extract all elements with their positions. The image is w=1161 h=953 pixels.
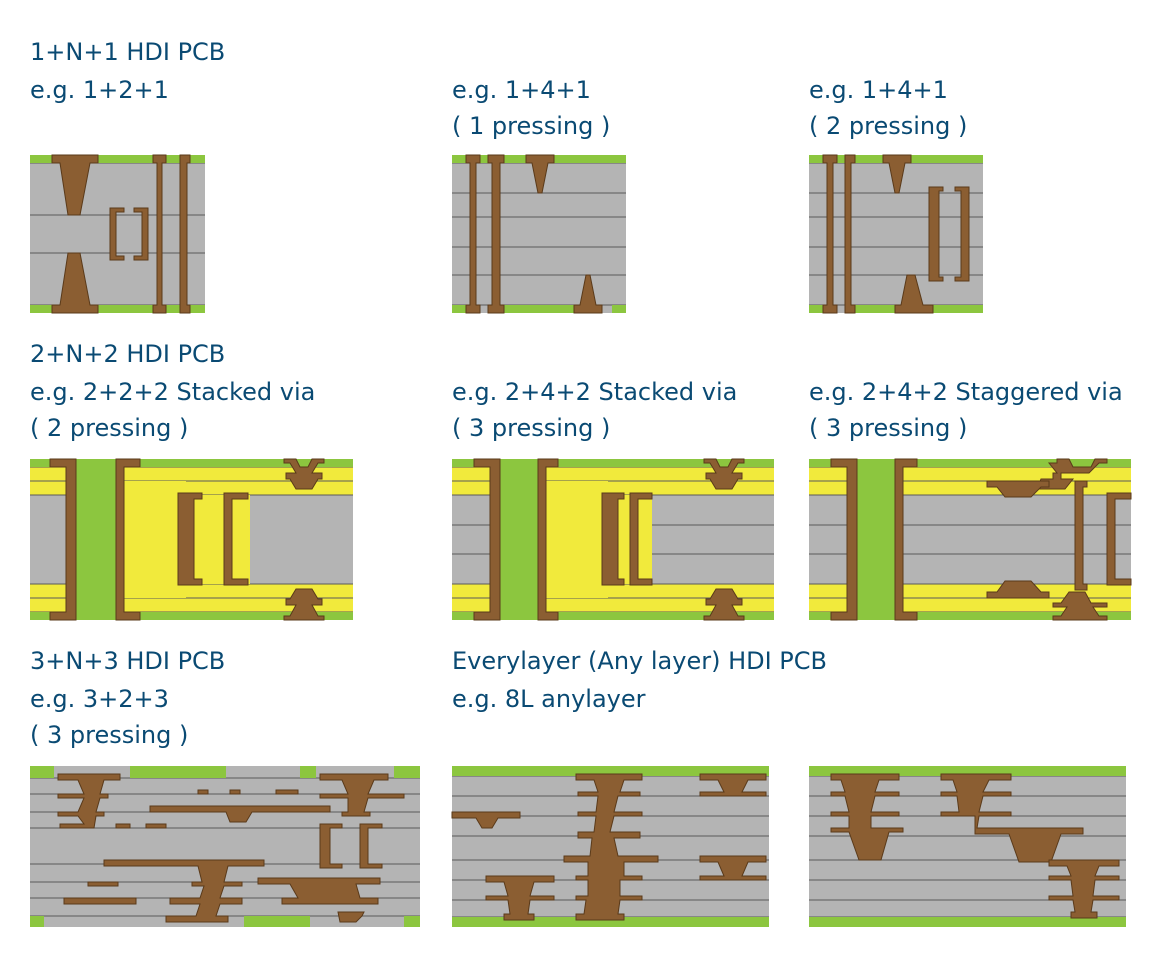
label-1n1-example-c-note: ( 2 pressing )	[809, 112, 968, 140]
stackup-1-2-1	[30, 154, 205, 314]
label-1n1-title: 1+N+1 HDI PCB	[30, 38, 226, 66]
label-1n1-example-b: e.g. 1+4+1	[452, 76, 591, 104]
stackup-anylayer-8l-b	[809, 766, 1126, 927]
stackup-anylayer-8l-a	[451, 766, 769, 927]
label-3n3-example: e.g. 3+2+3	[30, 685, 169, 713]
label-1n1-example-c: e.g. 1+4+1	[809, 76, 948, 104]
label-3n3-title: 3+N+3 HDI PCB	[30, 647, 226, 675]
stackup-1-4-1-single-press	[452, 154, 626, 314]
label-anylayer-example: e.g. 8L anylayer	[452, 685, 646, 713]
label-1n1-example-a: e.g. 1+2+1	[30, 76, 169, 104]
stackup-2-4-2-stacked	[452, 458, 774, 621]
label-2n2-example-b: e.g. 2+4+2 Stacked via	[452, 378, 738, 406]
stackup-2-4-2-staggered	[809, 458, 1132, 621]
stackup-3-2-3	[30, 766, 420, 927]
label-2n2-title: 2+N+2 HDI PCB	[30, 340, 226, 368]
label-2n2-example-a: e.g. 2+2+2 Stacked via	[30, 378, 316, 406]
stackup-2-2-2-stacked	[30, 458, 353, 621]
label-3n3-example-note: ( 3 pressing )	[30, 721, 189, 749]
stackup-1-4-1-double-press	[809, 154, 983, 314]
label-2n2-example-a-note: ( 2 pressing )	[30, 414, 189, 442]
label-2n2-example-c: e.g. 2+4+2 Staggered via	[809, 378, 1123, 406]
label-1n1-example-b-note: ( 1 pressing )	[452, 112, 611, 140]
label-2n2-example-c-note: ( 3 pressing )	[809, 414, 968, 442]
label-2n2-example-b-note: ( 3 pressing )	[452, 414, 611, 442]
label-anylayer-title: Everylayer (Any layer) HDI PCB	[452, 647, 827, 675]
